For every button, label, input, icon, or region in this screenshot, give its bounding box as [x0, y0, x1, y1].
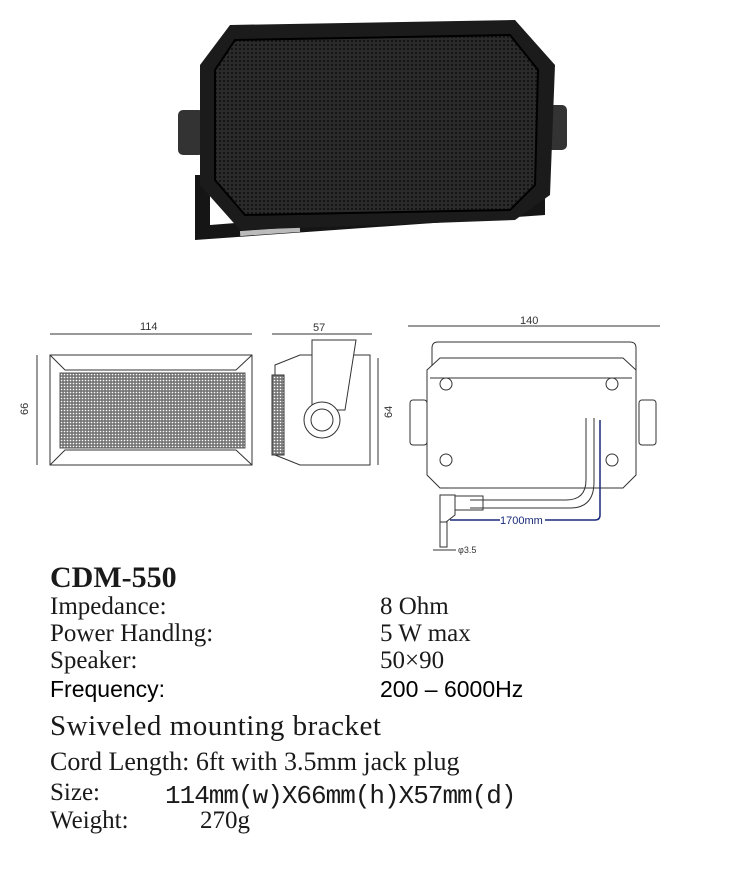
cord-length: Cord Length: 6ft with 3.5mm jack plug — [50, 747, 460, 776]
size-label: Size: — [50, 779, 100, 806]
speaker-value: 50×90 — [380, 647, 445, 674]
dim-cord-length: 1700mm — [500, 515, 543, 527]
weight-label: Weight: — [50, 807, 129, 834]
dimension-drawing: 114 66 57 64 140 1700mm φ3.5 — [19, 315, 660, 555]
product-photo — [178, 20, 567, 240]
weight-value: 270g — [200, 807, 250, 834]
dim-plug-diameter: φ3.5 — [458, 545, 476, 555]
dim-side-depth: 57 — [313, 322, 325, 334]
model-title: CDM-550 — [50, 561, 177, 594]
power-value: 5 W max — [380, 620, 471, 647]
size-value: 114mm(w)X66mm(h)X57mm(d) — [165, 781, 516, 811]
impedance-label: Impedance: — [50, 593, 167, 620]
frequency-label: Frequency: — [50, 676, 166, 702]
dim-side-height: 64 — [383, 406, 395, 418]
dim-rear-width: 140 — [520, 315, 538, 327]
dim-front-width: 114 — [140, 321, 158, 333]
bracket-feature: Swiveled mounting bracket — [50, 710, 382, 742]
power-label: Power Handlng: — [50, 620, 214, 647]
dim-front-height: 66 — [19, 403, 31, 415]
frequency-value: 200 – 6000Hz — [380, 676, 524, 702]
impedance-value: 8 Ohm — [380, 593, 449, 620]
speaker-label: Speaker: — [50, 647, 138, 674]
